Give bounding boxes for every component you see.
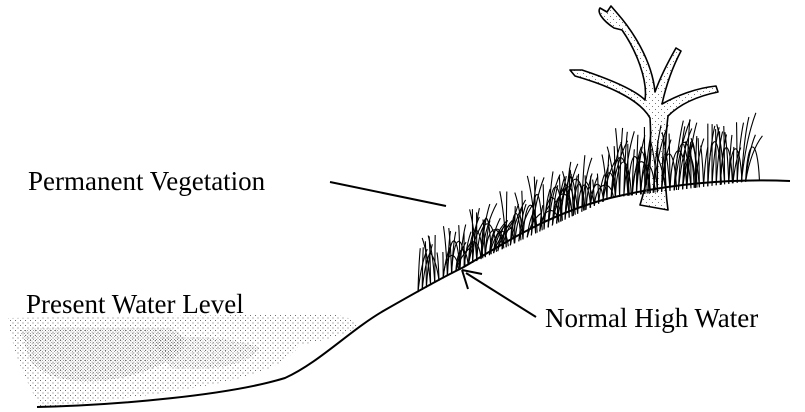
water-body bbox=[8, 314, 356, 406]
normal-high-water-arrow bbox=[462, 270, 536, 317]
grass-blade bbox=[704, 147, 708, 186]
grass-blade bbox=[708, 126, 715, 186]
permanent-vegetation-label: Permanent Vegetation bbox=[28, 166, 266, 196]
grass-blade bbox=[737, 122, 738, 183]
normal-high-water-label: Normal High Water bbox=[545, 303, 758, 333]
grass-blade bbox=[725, 132, 729, 184]
grass-blade bbox=[597, 174, 598, 204]
grass-blade bbox=[701, 146, 704, 187]
vegetation-leader-line bbox=[330, 182, 446, 206]
present-water-level-label: Present Water Level bbox=[26, 289, 244, 319]
grass-blade bbox=[716, 129, 717, 185]
grass-blade bbox=[639, 157, 641, 194]
grass-blade bbox=[506, 191, 507, 247]
permanent-vegetation-grass bbox=[418, 113, 762, 292]
